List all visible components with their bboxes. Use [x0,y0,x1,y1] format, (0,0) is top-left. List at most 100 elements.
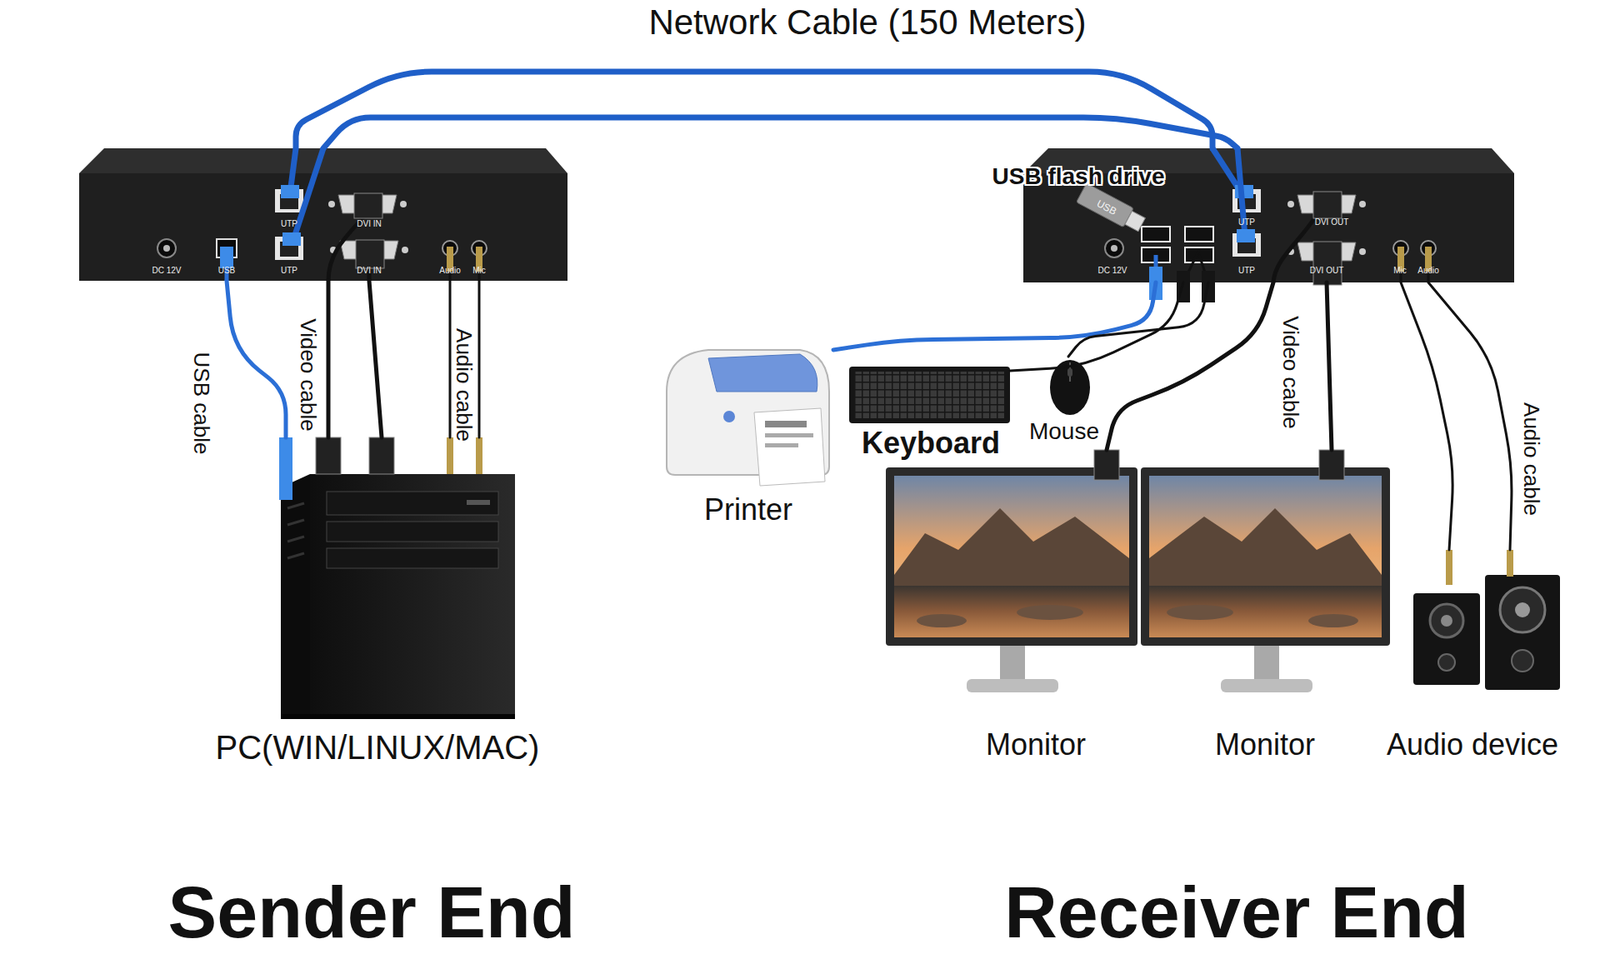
port-label: UTP [280,266,298,275]
printer: Printer [654,337,834,525]
cable-plug [354,193,383,219]
pc-tower [326,521,499,542]
monitor-body [1094,450,1120,480]
keyboard-body [849,366,1010,424]
pc-tower [287,520,305,525]
monitor: Monitor [885,450,1138,759]
sender-unit [79,173,568,281]
sender-unit [157,239,176,258]
port-label: UTP [1238,266,1255,275]
monitor-body [1140,467,1390,646]
cable [449,280,452,438]
port-label: UTP [1238,218,1255,227]
speaker-body [1506,550,1514,577]
printer-body [754,408,825,486]
port-label: DVI IN [356,220,381,229]
monitor-body [1149,508,1382,588]
cable-plug [220,246,234,269]
port-label: Mic [472,266,486,275]
pc-tower [310,474,515,715]
device-label: Keyboard [861,428,1000,459]
pc-tower [279,437,293,500]
receiver-unit [1110,245,1118,252]
cable [478,280,481,438]
pc-tower [466,500,490,505]
keyboard-body [854,371,1005,419]
monitor-body [966,679,1059,693]
cable-plug [355,240,385,269]
speaker-body [1515,602,1530,618]
cable-label: USB cable [190,352,213,455]
cable-label: Video cable [297,318,320,431]
sender-unit [79,148,568,281]
cable [1106,282,1274,450]
device-label: PC(WIN/LINUX/MAC) [215,730,540,765]
pc-tower [280,474,310,715]
pc-tower [287,536,305,542]
usb-flash-drive-body [1076,183,1148,235]
cable-plug [282,232,301,246]
monitor-body [1308,614,1359,628]
section-heading: Sender End [168,875,576,950]
sender-unit [163,245,170,252]
printer-body [765,443,799,448]
cable-plug [280,185,300,199]
mouse-body [1067,368,1073,377]
pc-tower [326,548,499,569]
sender-unit [400,200,407,208]
receiver-unit [1287,200,1295,208]
receiver-unit [1359,200,1366,208]
cable-plug [1236,229,1255,243]
pc-tower [287,503,305,509]
printer-body [765,433,814,438]
monitor-body [1319,450,1345,480]
monitor-body [894,508,1130,588]
printer-body [708,354,818,392]
monitor-body [1149,475,1382,638]
monitor-body [894,475,1130,638]
cable-plug [1313,241,1342,285]
port-label: Mic [1393,266,1407,275]
monitor-body [885,450,1390,693]
device-marking: USB [1095,198,1118,217]
cable [1428,282,1512,550]
port-label: DVI IN [356,266,381,275]
speaker-body [1440,615,1453,627]
port-label: UTP [280,220,298,229]
speaker-set: Audio device [1375,550,1571,763]
speaker-body [1438,654,1455,671]
cable [226,280,286,438]
receiver-unit [1023,173,1515,283]
receiver-unit [1105,239,1124,258]
cable [326,280,331,438]
cable-label: Audio cable [1520,402,1543,516]
keyboard-body [849,366,1010,424]
keyboard: Keyboard [845,364,1010,456]
pc-tower [280,714,515,720]
cable [1068,282,1209,357]
pc-tower: PC(WIN/LINUX/MAC) [190,437,565,767]
pc-tower [369,437,395,475]
cable [323,117,1238,149]
cable [1326,282,1332,450]
printer-body [765,420,807,428]
port-label: DC 12V [151,266,181,275]
usb-flash-drive-body [1125,210,1145,231]
device-label: Audio device [1386,730,1559,760]
cable [1400,282,1453,550]
monitor-body [1149,585,1382,638]
monitor-body [1166,605,1234,620]
cable-label: Video cable [1280,315,1302,429]
port-label: Audio [1417,266,1440,275]
cable-plug [220,148,1432,303]
cable [295,71,1213,149]
printer-body [666,350,830,486]
extender-unit: UTPDVI INDC 12VUSBUTPDVI INAudioMic [79,148,568,281]
pc-tower [279,437,515,720]
mouse: Mouse [1026,356,1102,445]
